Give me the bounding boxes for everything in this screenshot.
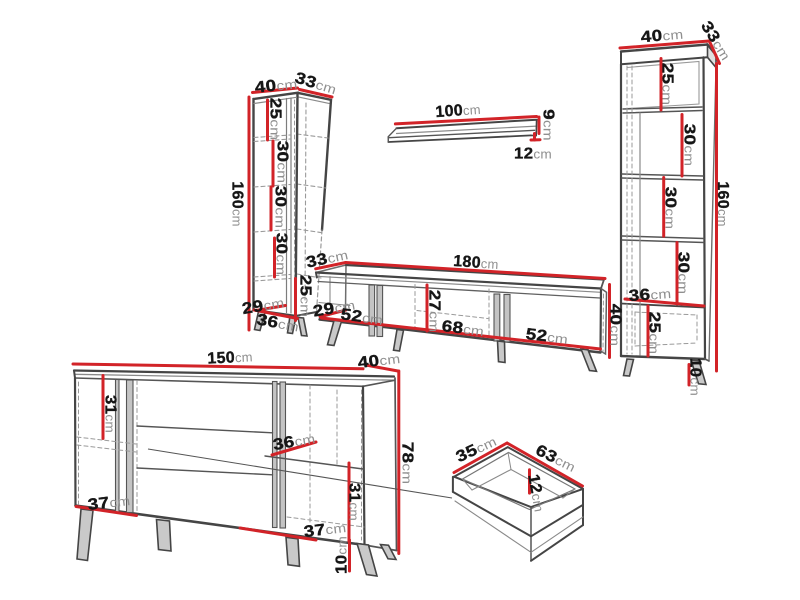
svg-text:29cm: 29cm (240, 292, 285, 317)
svg-text:150cm: 150cm (207, 348, 253, 367)
svg-text:30cm: 30cm (675, 252, 693, 295)
svg-text:33cm: 33cm (293, 68, 339, 98)
svg-text:160cm: 160cm (714, 181, 731, 226)
svg-text:25cm: 25cm (267, 98, 285, 141)
svg-text:40cm: 40cm (357, 348, 402, 371)
svg-text:37cm: 37cm (87, 490, 132, 513)
svg-text:31cm: 31cm (102, 395, 120, 433)
svg-text:40cm: 40cm (607, 304, 625, 347)
svg-text:36cm: 36cm (628, 283, 672, 304)
svg-text:25cm: 25cm (297, 275, 315, 318)
svg-text:52cm: 52cm (340, 304, 385, 328)
svg-text:40cm: 40cm (254, 74, 298, 97)
svg-text:180cm: 180cm (453, 253, 499, 273)
svg-text:68cm: 68cm (441, 316, 486, 339)
svg-text:10cm: 10cm (687, 358, 705, 396)
svg-text:36cm: 36cm (271, 428, 316, 453)
svg-text:30cm: 30cm (662, 187, 680, 230)
svg-text:31cm: 31cm (346, 483, 364, 521)
svg-text:100cm: 100cm (435, 101, 481, 121)
svg-text:25cm: 25cm (646, 312, 664, 355)
svg-text:29cm: 29cm (311, 295, 356, 320)
svg-text:27cm: 27cm (426, 290, 444, 333)
svg-text:37cm: 37cm (303, 517, 348, 540)
svg-text:25cm: 25cm (659, 63, 677, 106)
svg-text:36cm: 36cm (255, 310, 300, 335)
svg-text:12cm: 12cm (514, 145, 552, 163)
svg-text:30cm: 30cm (273, 233, 291, 276)
svg-text:52cm: 52cm (525, 324, 570, 347)
svg-text:40cm: 40cm (640, 24, 684, 46)
svg-text:160cm: 160cm (229, 181, 246, 226)
svg-text:30cm: 30cm (681, 124, 699, 167)
svg-text:12cm: 12cm (524, 473, 548, 513)
svg-text:78cm: 78cm (399, 442, 417, 485)
svg-text:33cm: 33cm (304, 245, 349, 272)
svg-text:9cm: 9cm (540, 109, 558, 141)
svg-text:10cm: 10cm (333, 536, 351, 574)
svg-text:30cm: 30cm (274, 141, 292, 184)
svg-text:30cm: 30cm (272, 186, 290, 229)
